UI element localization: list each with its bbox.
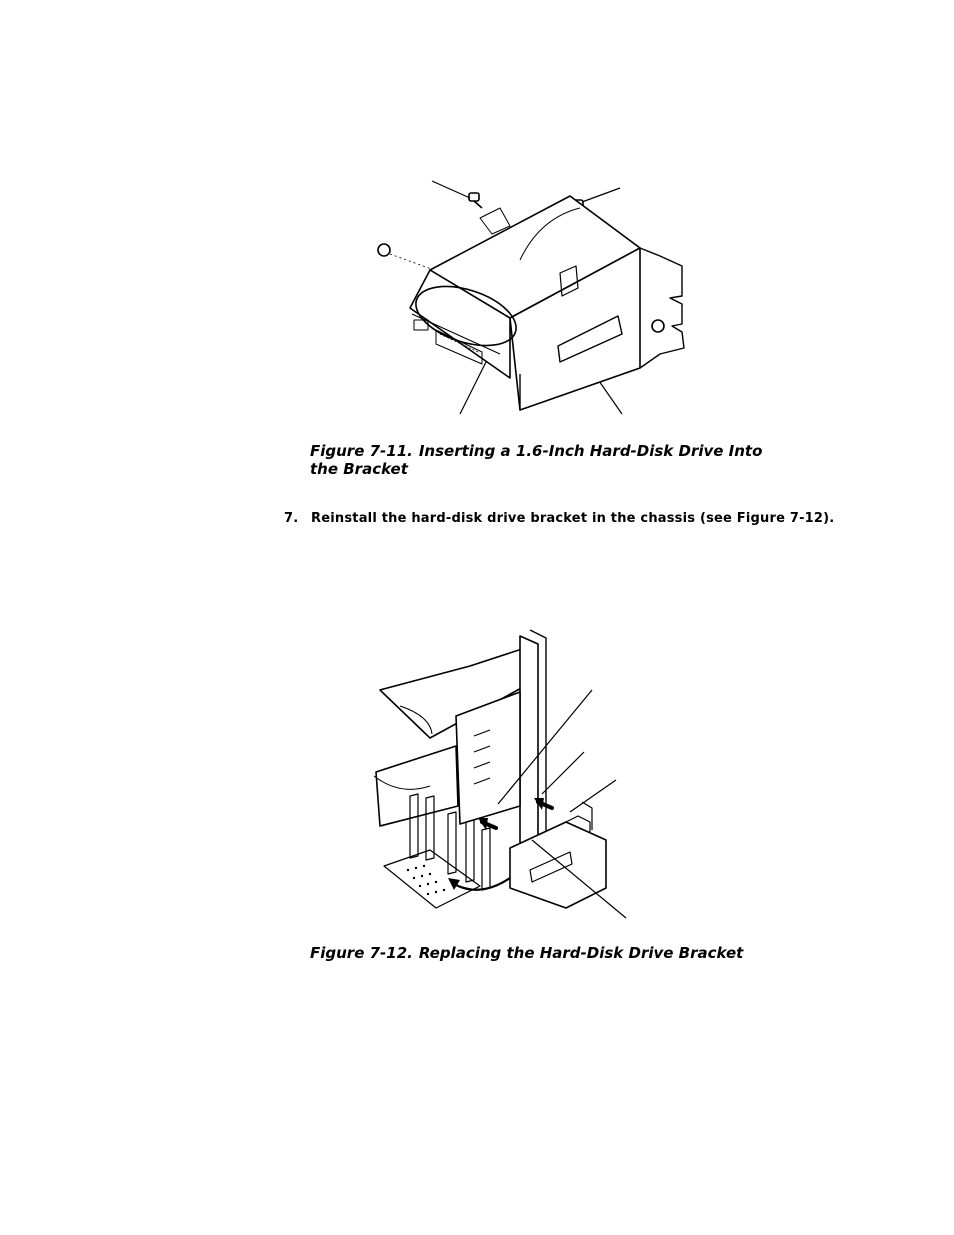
- figure-7-12-title: Replacing the Hard-Disk Drive Bracket: [418, 944, 744, 962]
- figure-7-12-illustration: [370, 626, 630, 938]
- step-7: 7. Reinstall the hard-disk drive bracket …: [284, 510, 834, 528]
- screw-icon-top-left: [468, 192, 483, 209]
- figure-7-12-number: Figure 7-12.: [310, 944, 413, 962]
- figure-7-11-caption: Figure 7-11.Inserting a 1.6-Inch Hard-Di…: [310, 442, 790, 478]
- figure-7-11-illustration: [370, 178, 700, 418]
- figure-7-11-title: Inserting a 1.6-Inch Hard-Disk Drive Int…: [310, 442, 763, 478]
- figure-7-12-caption: Figure 7-12. Replacing the Hard-Disk Driv…: [310, 944, 790, 962]
- step-text: Reinstall the hard-disk drive bracket in…: [311, 511, 835, 526]
- figure-7-11-number: Figure 7-11.: [310, 442, 413, 460]
- step-number: 7.: [284, 511, 299, 526]
